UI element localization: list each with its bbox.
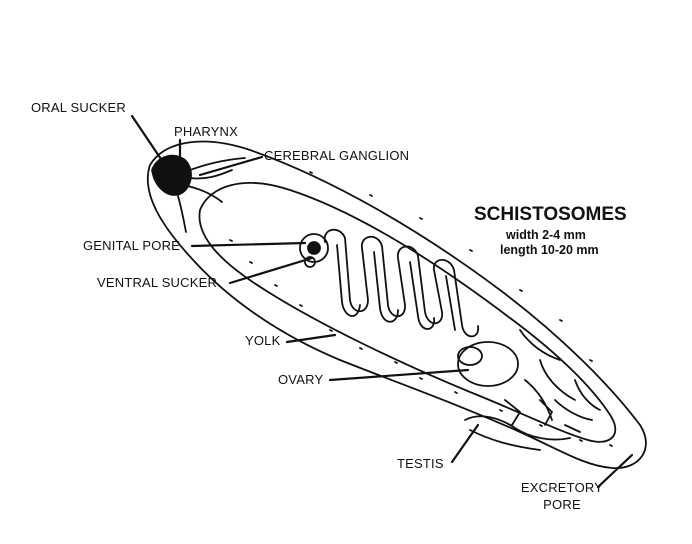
leader-cerebral-ganglion bbox=[198, 155, 264, 177]
uterus-coils bbox=[323, 228, 479, 338]
label-oral-sucker: ORAL SUCKER bbox=[31, 100, 126, 115]
label-ovary: OVARY bbox=[278, 372, 324, 387]
ventral-sucker bbox=[299, 233, 329, 263]
testis bbox=[464, 415, 571, 441]
leader-ovary bbox=[328, 368, 470, 382]
inner-outline bbox=[198, 182, 617, 443]
leader-testis bbox=[450, 423, 480, 464]
label-yolk: YOLK bbox=[245, 333, 281, 348]
leader-ventral-sucker bbox=[228, 256, 314, 285]
length-note: length 10-20 mm bbox=[500, 243, 599, 257]
body-outline bbox=[146, 140, 647, 469]
label-genital-pore: GENITAL PORE bbox=[83, 238, 181, 253]
ovary bbox=[457, 341, 519, 387]
label-excretory-pore-line1: EXCRETORY bbox=[520, 480, 604, 495]
leader-yolk bbox=[285, 333, 337, 344]
leader-excretory-pore bbox=[596, 453, 634, 489]
leader-genital-pore bbox=[190, 241, 307, 248]
oral-sucker bbox=[151, 154, 192, 196]
width-note: width 2-4 mm bbox=[506, 228, 586, 242]
label-testis: TESTIS bbox=[397, 456, 444, 471]
leader-oral-sucker bbox=[130, 114, 167, 167]
label-excretory-pore-line2: PORE bbox=[543, 497, 581, 512]
label-ventral-sucker: VENTRAL SUCKER bbox=[97, 275, 218, 290]
label-pharynx: PHARYNX bbox=[174, 124, 239, 139]
label-cerebral-ganglion: CEREBRAL GANGLION bbox=[264, 148, 410, 163]
diagram-title: SCHISTOSOMES bbox=[474, 204, 627, 225]
